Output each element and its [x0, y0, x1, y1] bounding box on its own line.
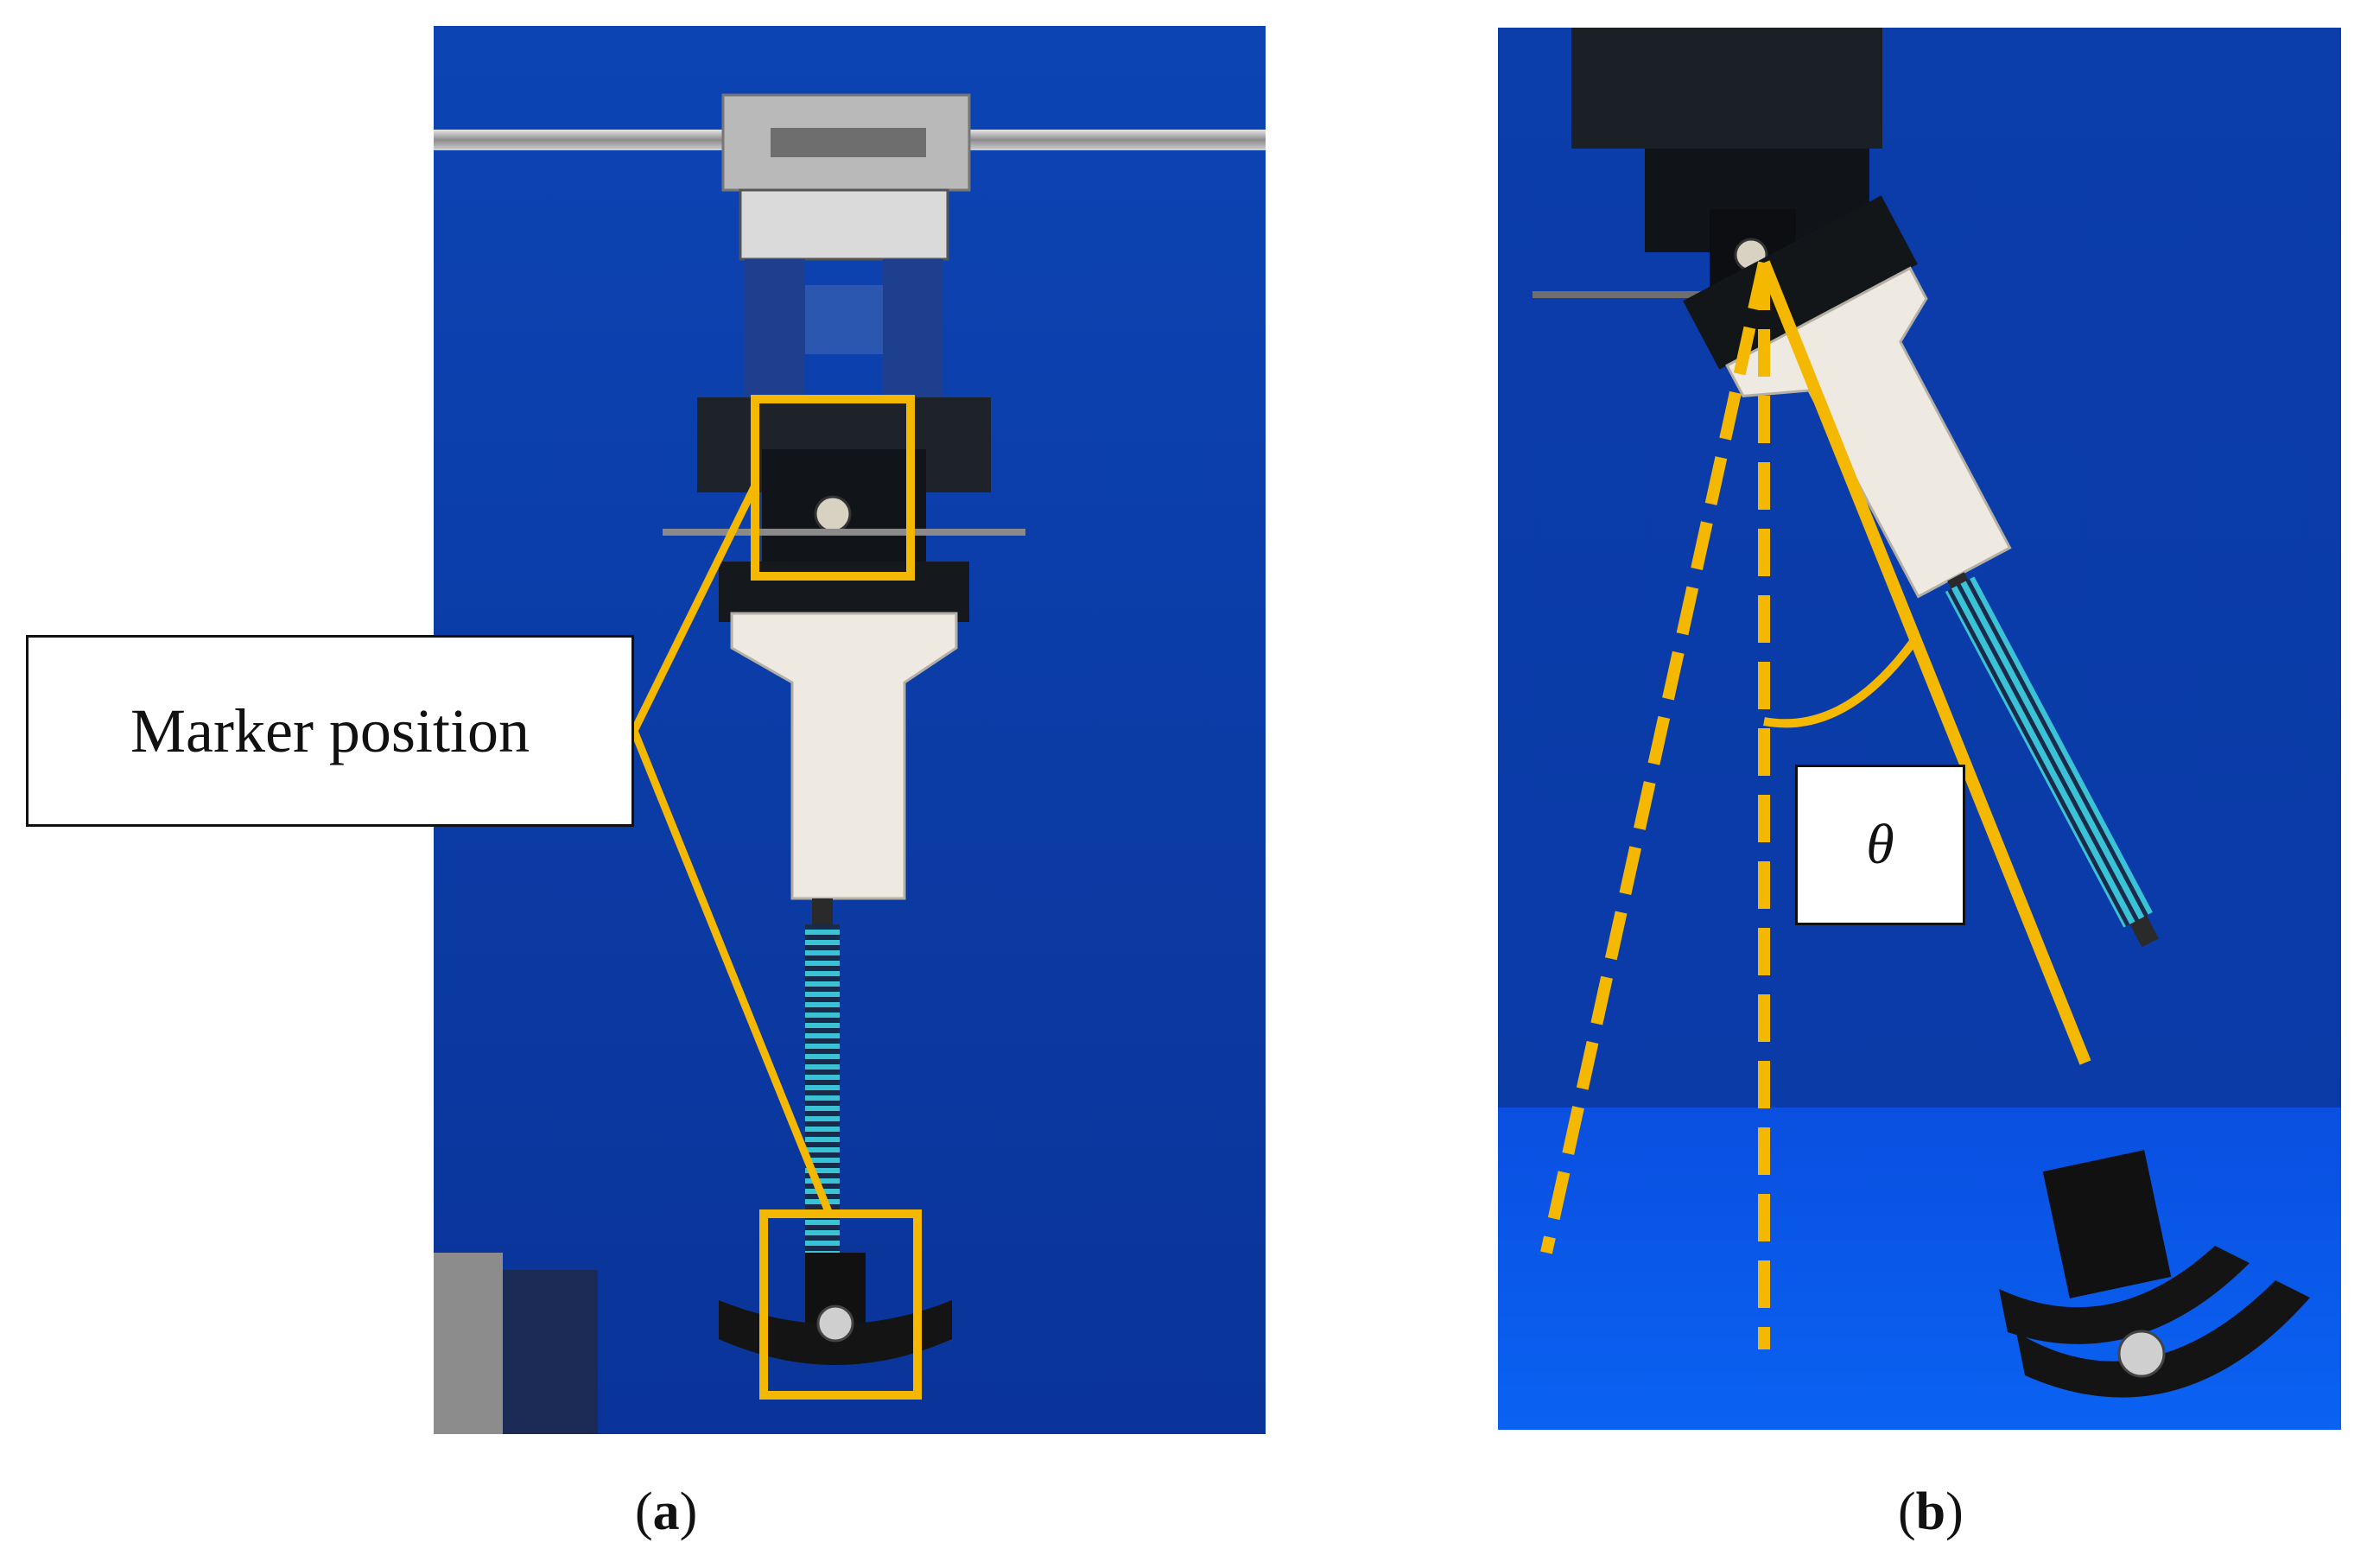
caption-a-letter: a: [652, 1482, 680, 1541]
caption-a-open: (: [635, 1482, 653, 1541]
foot-upright: [2042, 1150, 2172, 1298]
stand-part: [434, 1253, 503, 1434]
side-view-drawing: [1498, 28, 2341, 1430]
caption-a: (a): [635, 1482, 697, 1543]
frame-left-post: [745, 259, 805, 415]
leg-spring: [1945, 576, 2153, 928]
leg-axis-line: [1758, 260, 2091, 1065]
photo-front-view: [434, 26, 1266, 1434]
caption-a-close: ): [679, 1482, 698, 1541]
leg-spring: [805, 924, 840, 1253]
foot-bolt: [816, 1305, 854, 1343]
foot-arc: [1999, 1246, 2250, 1344]
thigh-mount: [719, 562, 969, 622]
photo-side-view: [1498, 28, 2341, 1430]
stand-shadow: [503, 1270, 598, 1434]
theta-label: θ: [1795, 765, 1965, 925]
hip-bolt: [814, 495, 852, 533]
front-view-drawing: [434, 26, 1266, 1434]
thigh-mount: [1683, 195, 1918, 370]
caption-b: (b): [1898, 1482, 1964, 1543]
hip-pin: [663, 529, 1025, 536]
hip-pin: [1533, 291, 1723, 298]
foot-bolt: [2117, 1330, 2166, 1378]
top-frame: [1571, 28, 1882, 149]
marker-box-foot: [759, 1209, 922, 1400]
mirror-swing-line: [1540, 261, 1770, 1254]
foot-arc-lower: [2016, 1280, 2310, 1398]
caption-b-open: (: [1898, 1482, 1916, 1541]
rail-carriage: [721, 93, 971, 192]
frame-window: [805, 285, 883, 354]
bearing: [771, 128, 926, 157]
angle-arc: [1763, 640, 1917, 728]
marker-position-label: Marker position: [26, 635, 634, 827]
frame-plate: [739, 188, 949, 261]
frame-right-post: [883, 259, 943, 415]
caption-b-close: ): [1945, 1482, 1964, 1541]
caption-b-letter: b: [1915, 1482, 1946, 1541]
